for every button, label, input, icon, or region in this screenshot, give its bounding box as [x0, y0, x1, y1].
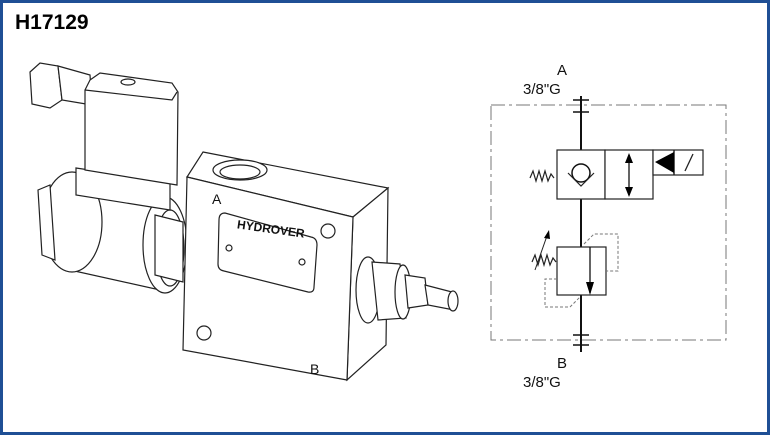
port-b-marking: B: [310, 361, 319, 377]
port-a-label: A: [557, 62, 567, 79]
pressure-adjuster: [355, 256, 459, 324]
hydraulic-schematic: A 3/8"G B 3/8"G: [490, 62, 727, 391]
port-a-marking: A: [212, 191, 222, 207]
name-plate: [217, 212, 318, 293]
port-b-size: 3/8"G: [523, 374, 561, 391]
mount-hole: [320, 223, 336, 239]
screw: [298, 258, 306, 266]
port-a-size: 3/8"G: [523, 81, 561, 98]
relief-valve-symbol: [531, 230, 619, 308]
screw: [225, 244, 233, 252]
port-b-label: B: [557, 355, 567, 372]
product-code: H17129: [15, 11, 89, 34]
valve-3d-view: HYDROVER A B: [29, 62, 459, 382]
manifold-block: HYDROVER A B: [182, 151, 390, 382]
mount-hole: [196, 325, 212, 341]
cable-gland: [29, 62, 93, 109]
solenoid-valve-symbol: [529, 149, 704, 200]
connector-plug: [75, 72, 179, 211]
assembly-boundary: [490, 104, 727, 341]
valve-drawing: HYDROVER A B: [29, 62, 727, 391]
